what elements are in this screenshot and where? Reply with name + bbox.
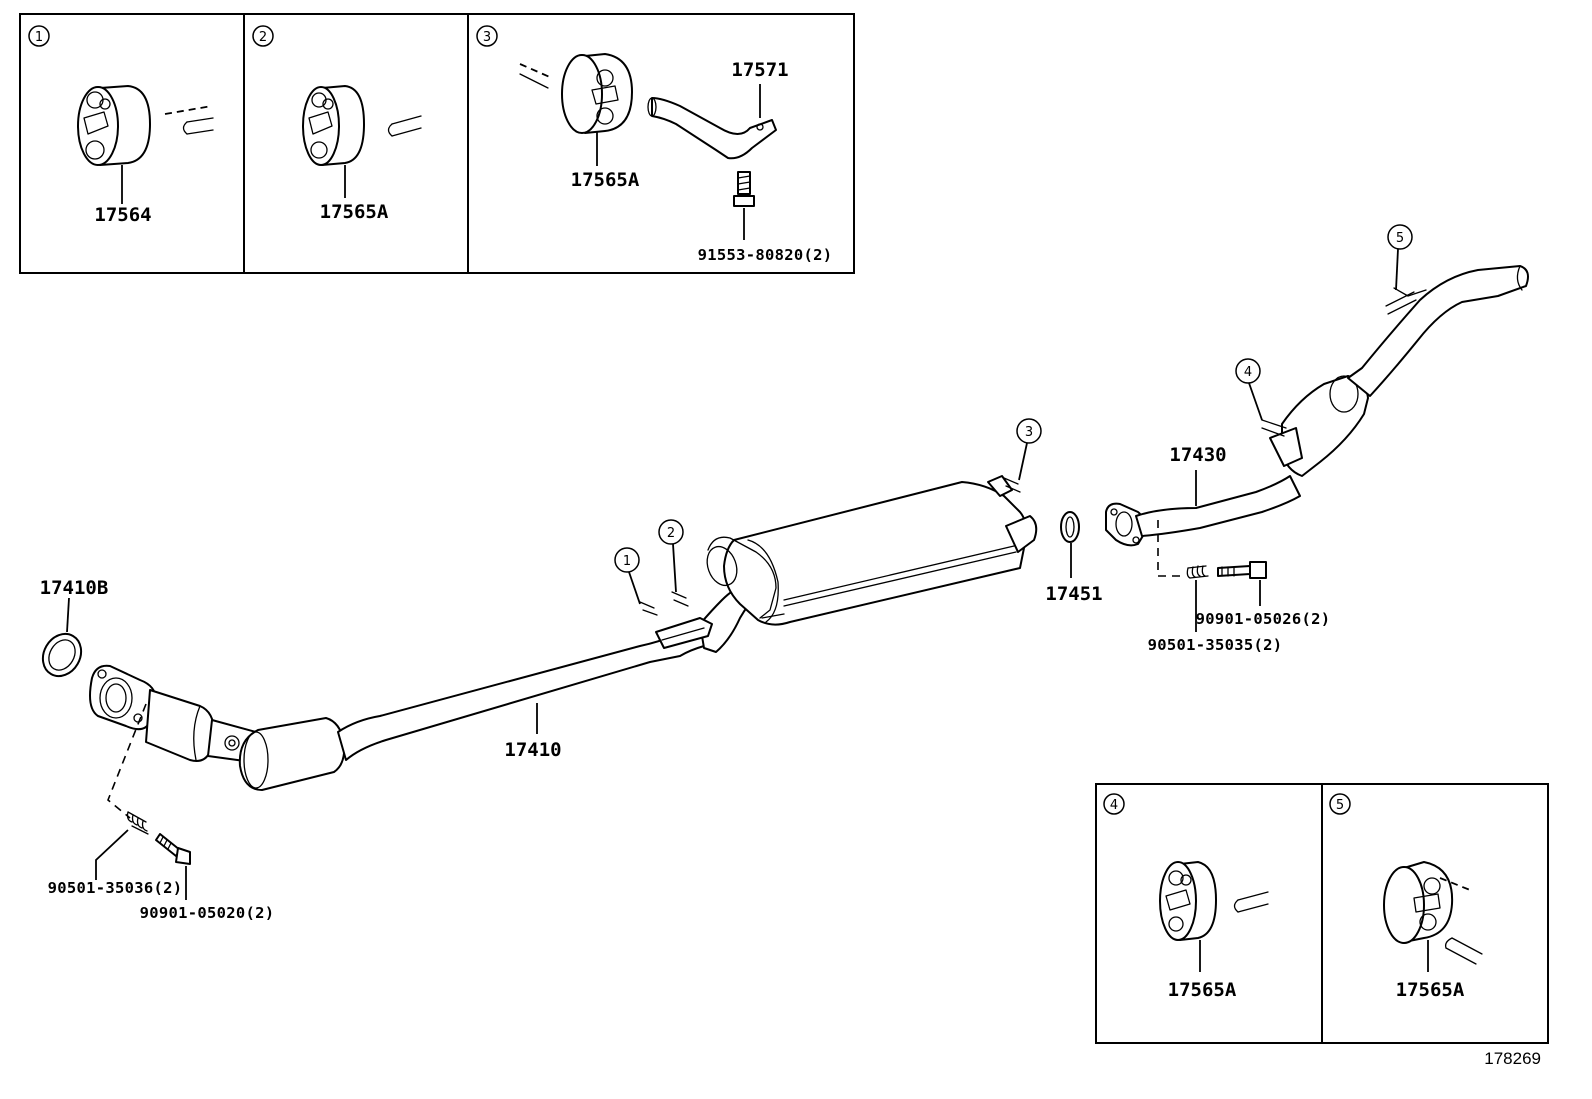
front-fasteners: 90501-35036(2) 90901-05020(2) xyxy=(48,703,275,922)
callout-number: 5 xyxy=(1396,231,1404,246)
spring-90501-35035 xyxy=(1186,565,1209,579)
callout-number: 5 xyxy=(1336,798,1344,813)
callout-circle-3: 3 xyxy=(1016,418,1042,481)
bolt-90901-05020 xyxy=(155,833,191,865)
part-label-17564: 17564 xyxy=(94,204,151,226)
callout-circle-2: 2 xyxy=(252,25,274,47)
hanger-pin-upper xyxy=(164,105,214,135)
callout-number: 2 xyxy=(259,30,267,45)
part-label-17410b: 17410B xyxy=(40,577,109,599)
rear-fasteners: 90501-35035(2) 90901-05026(2) xyxy=(1148,520,1331,654)
part-label-17430: 17430 xyxy=(1169,444,1226,466)
rubber-hanger-17564 xyxy=(77,85,151,166)
hanger-pin xyxy=(387,115,422,137)
part-label-17410: 17410 xyxy=(504,739,561,761)
diagram-reference-number: 178269 xyxy=(1484,1049,1541,1068)
part-label-17565a: 17565A xyxy=(571,169,640,191)
inset-1: 1 17564 xyxy=(28,25,214,226)
inset-3: 3 17565A 17571 91553-80820(2) xyxy=(476,25,833,264)
callout-circle-4: 4 xyxy=(1103,793,1125,815)
part-label-17565a: 17565A xyxy=(1168,979,1237,1001)
hanger-pin-left xyxy=(519,63,553,89)
callout-circle-3: 3 xyxy=(476,25,498,47)
callout-circle-4: 4 xyxy=(1235,358,1263,421)
bolt-91553 xyxy=(733,171,755,207)
callout-circle-1: 1 xyxy=(28,25,50,47)
callout-number: 3 xyxy=(483,30,491,45)
part-label-90901-05026: 90901-05026(2) xyxy=(1196,610,1331,628)
callout-number: 4 xyxy=(1110,798,1118,813)
inset-4: 4 17565A xyxy=(1103,793,1269,1001)
part-label-90501-35035: 90501-35035(2) xyxy=(1148,636,1283,654)
part-label-91553-80820: 91553-80820(2) xyxy=(698,246,833,264)
rubber-hanger-17565a xyxy=(1159,861,1217,941)
tail-pipe-17430: 17430 xyxy=(1105,265,1529,547)
callout-number: 2 xyxy=(667,526,675,541)
rubber-hanger-17565a xyxy=(1383,861,1454,944)
hanger-pin-right xyxy=(1439,877,1483,965)
rubber-hanger-17565a xyxy=(561,53,633,134)
callout-circle-5: 5 xyxy=(1329,793,1351,815)
callout-circle-2: 2 xyxy=(658,519,684,593)
part-label-17451: 17451 xyxy=(1045,583,1102,605)
inset-frame-top xyxy=(19,13,855,274)
inset-5: 5 17565A xyxy=(1329,793,1483,1001)
spring-90501-35036 xyxy=(126,811,149,835)
callout-number: 3 xyxy=(1025,425,1033,440)
gasket-17451: 17451 xyxy=(1045,511,1103,605)
part-label-17565a: 17565A xyxy=(1396,979,1465,1001)
inset-2: 2 17565A xyxy=(252,25,422,223)
bolt-90901-05026 xyxy=(1217,561,1267,579)
bracket-17571 xyxy=(647,97,777,160)
callout-number: 1 xyxy=(623,554,631,569)
part-label-17571: 17571 xyxy=(731,59,788,81)
callout-number: 4 xyxy=(1244,365,1252,380)
front-pipe-17410: 17410 xyxy=(89,585,759,791)
hanger-pin xyxy=(1233,891,1269,913)
part-label-90501-35036: 90501-35036(2) xyxy=(48,879,183,897)
gasket-17410b: 17410B xyxy=(40,577,109,678)
muffler xyxy=(706,475,1038,626)
callout-number: 1 xyxy=(35,30,43,45)
callout-circle-1: 1 xyxy=(614,547,641,605)
inset-panel-group-bottom xyxy=(1095,783,1549,1044)
part-label-90901-05020: 90901-05020(2) xyxy=(140,904,275,922)
part-label-17565a: 17565A xyxy=(320,201,389,223)
inset-panel-group-top xyxy=(19,13,855,274)
callout-circle-5: 5 xyxy=(1387,224,1413,291)
rubber-hanger-17565a xyxy=(302,85,365,166)
